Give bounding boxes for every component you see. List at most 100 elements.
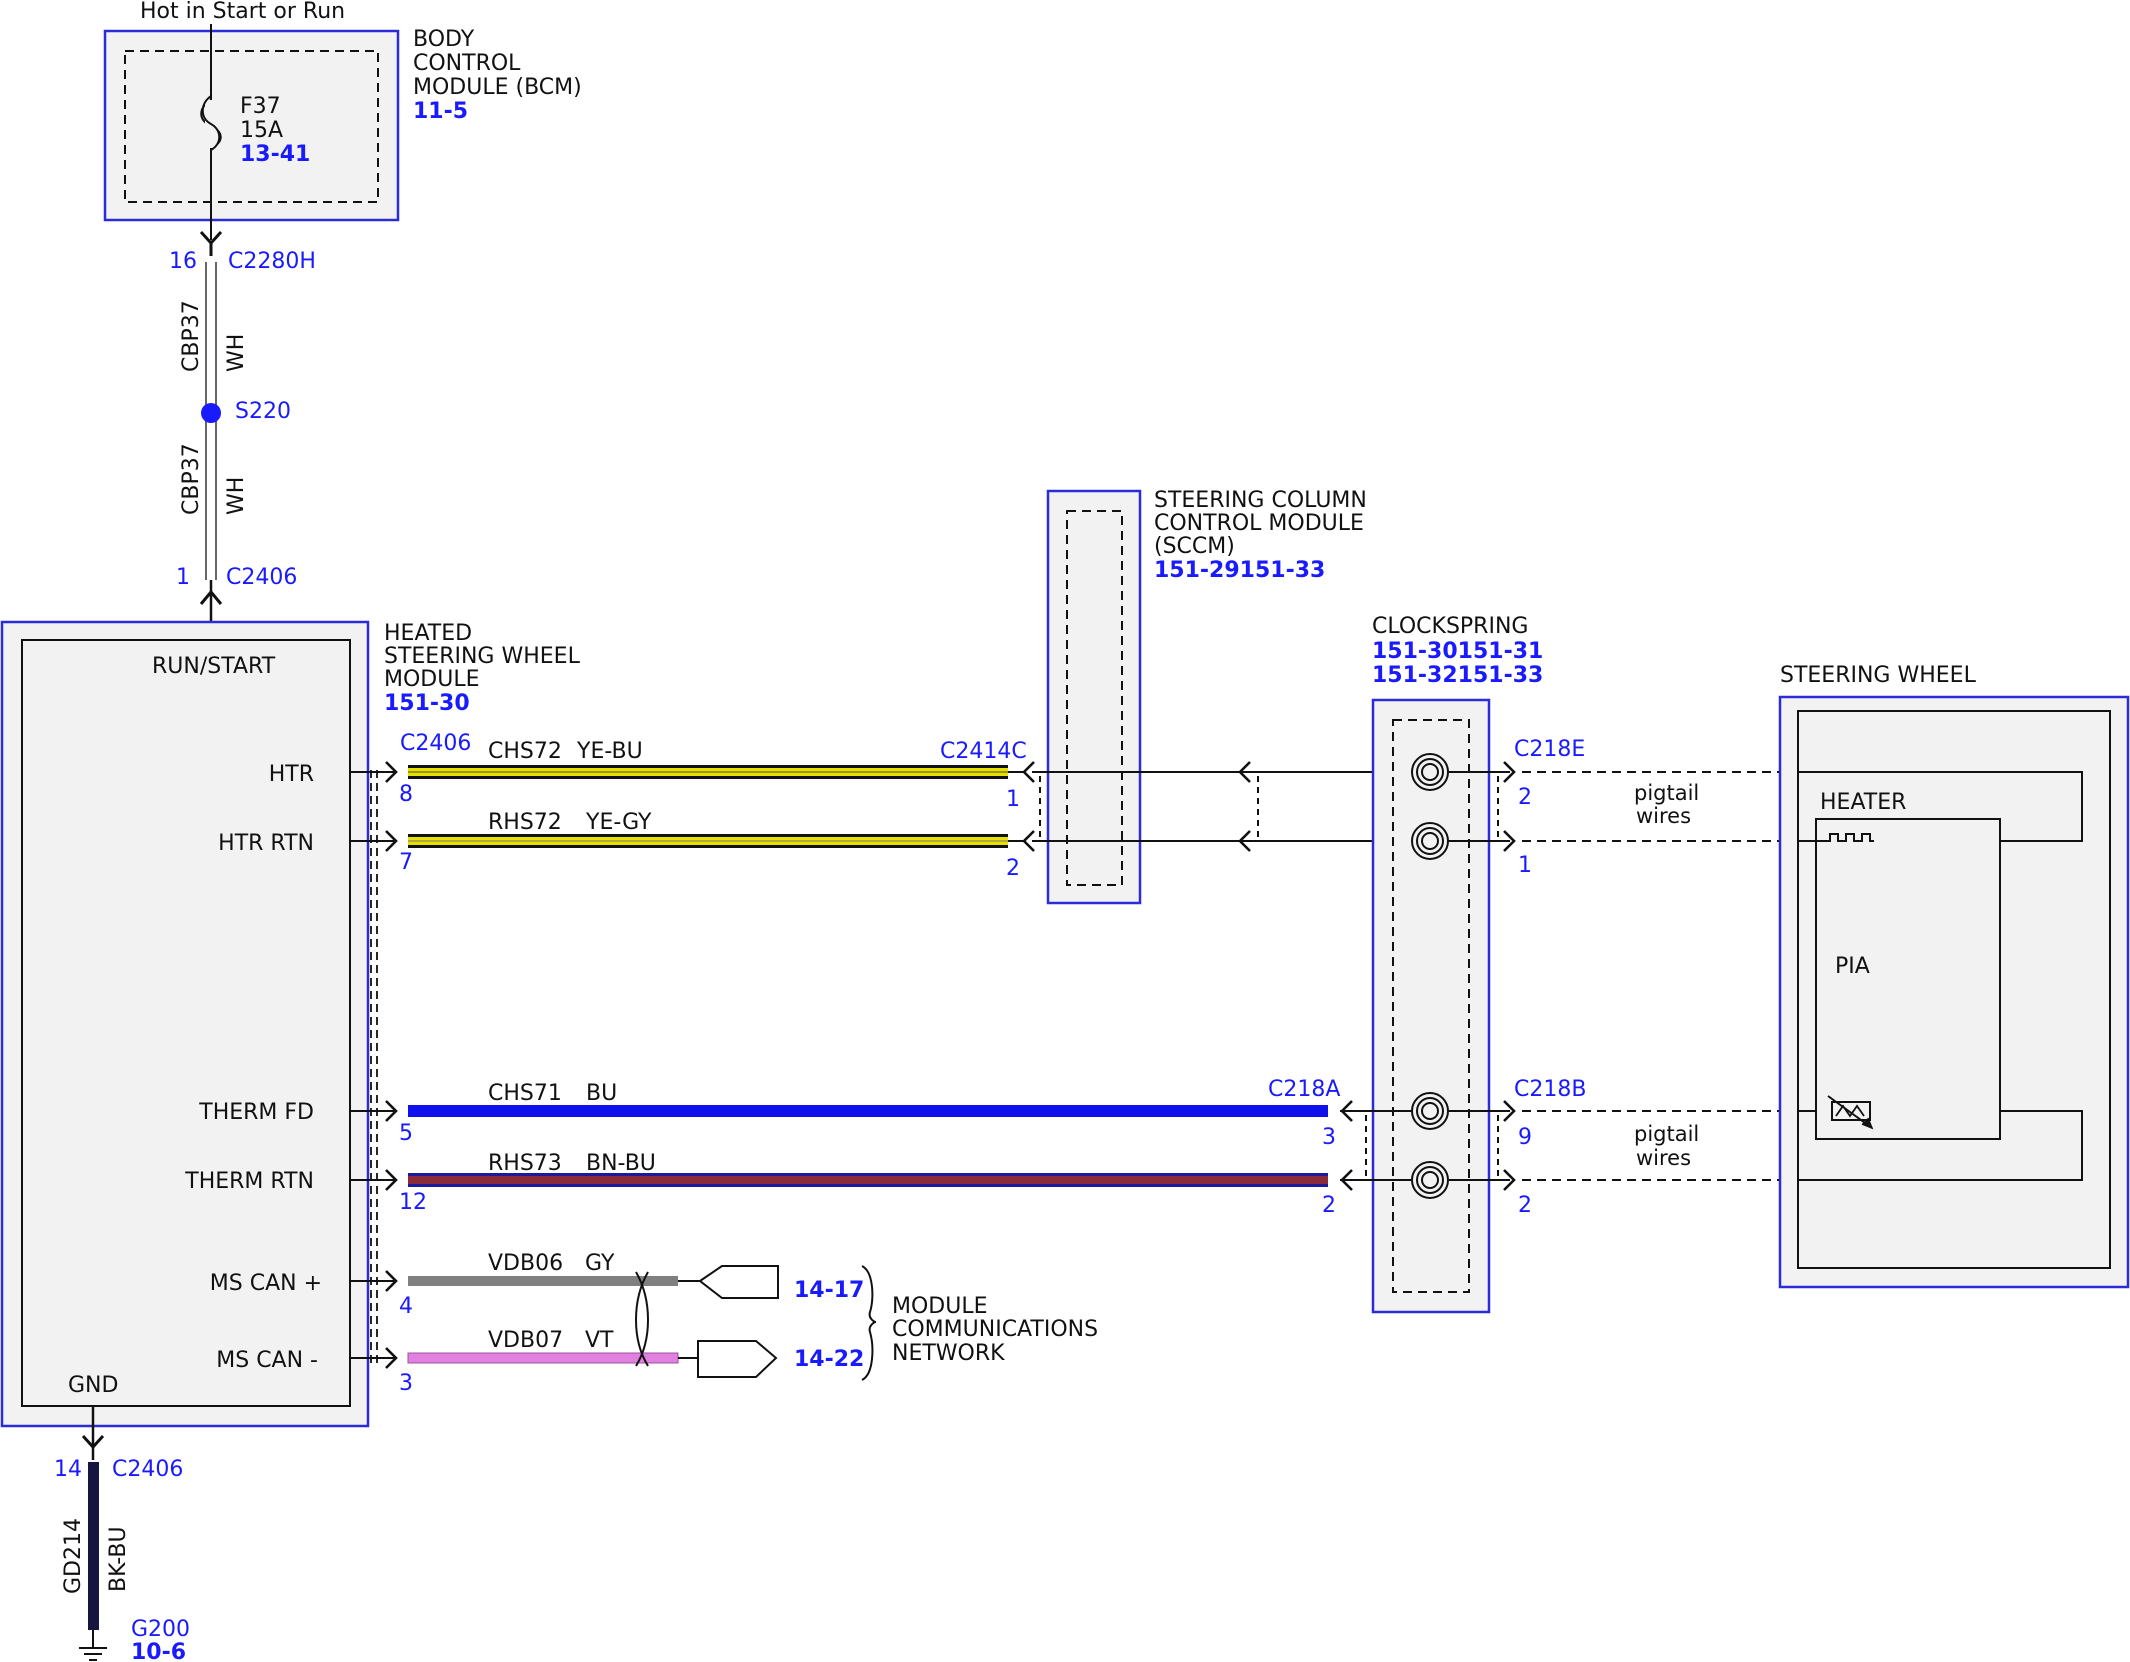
network-connector-plus-icon (678, 1265, 779, 1299)
pigtail-label-top-1: pigtail (1634, 781, 1699, 805)
wire-vdb07-color: VT (585, 1328, 614, 1353)
hswm-title-2: STEERING WHEEL (384, 644, 581, 669)
clockspring-conn-therm-in: C218A (1268, 1077, 1340, 1102)
hswm-title-3: MODULE (384, 667, 480, 692)
wire-chs72 (408, 765, 1008, 779)
heater-pass-through-wires (1032, 771, 1400, 842)
wire-cbp37-color-bottom: WH (224, 477, 249, 515)
pin-label-ms-can-minus: MS CAN - (216, 1348, 318, 1373)
steering-wheel-title: STEERING WHEEL (1780, 663, 1977, 688)
wire-cbp37-color-top: WH (224, 334, 249, 372)
sccm-connector-icons (1008, 760, 1041, 853)
clockspring-conn-heater-out: C218E (1514, 737, 1585, 762)
wire-chs72-color: YE-BU (576, 739, 643, 764)
wire-rhs73 (408, 1173, 1328, 1187)
hswm-pin-arrows (384, 760, 398, 1370)
c2406-shield-bracket (370, 770, 378, 1365)
pigtail-label-top-2: wires (1636, 804, 1691, 828)
wire-rhs73-circuit: RHS73 (488, 1151, 562, 1176)
clockspring-pin-out-2b: 2 (1518, 1193, 1532, 1218)
bcm-module (103, 29, 400, 222)
clockspring-conn-therm-out: C218B (1514, 1077, 1586, 1102)
power-label: Hot in Start or Run (140, 0, 345, 24)
clockspring-ref-2[interactable]: 151-32151-33 (1372, 663, 1543, 688)
hswm-connector: C2406 (400, 731, 471, 756)
pin-label-therm-rtn: THERM RTN (184, 1169, 314, 1194)
pin-num-ms-can-minus: 3 (399, 1371, 413, 1396)
pin-label-ms-can-plus: MS CAN + (210, 1271, 322, 1296)
wire-rhs72-circuit: RHS72 (488, 810, 562, 835)
clockspring-internal-lines (1340, 771, 1510, 1181)
wire-vdb06-circuit: VDB06 (488, 1251, 563, 1276)
ground-ref[interactable]: 10-6 (131, 1640, 186, 1662)
clockspring-title: CLOCKSPRING (1372, 614, 1528, 639)
pigtail-wires (1522, 771, 1800, 1181)
hswm-module (0, 620, 370, 1428)
twisted-pair-icon (635, 1271, 649, 1367)
pin-label-htr: HTR (269, 762, 314, 787)
inline-connector-icons (1238, 760, 1252, 853)
network-title-1: MODULE (892, 1294, 988, 1319)
wire-chs71-circuit: CHS71 (488, 1081, 562, 1106)
splice-s220-icon (201, 403, 221, 423)
wire-vdb07-circuit: VDB07 (488, 1328, 563, 1353)
pia-label: PIA (1835, 954, 1870, 979)
pin-num-htr-rtn: 7 (399, 850, 413, 875)
pin-num-ms-can-plus: 4 (399, 1294, 413, 1319)
wire-chs71 (408, 1105, 1328, 1117)
fuse-label: F37 (240, 94, 281, 119)
thermistor-icon (1827, 1095, 1874, 1130)
clockspring-pin-out-2: 2 (1518, 785, 1532, 810)
sccm-title-3: (SCCM) (1154, 534, 1235, 559)
sccm-title-2: CONTROL MODULE (1154, 511, 1364, 536)
splice-label: S220 (235, 399, 291, 424)
bcm-ref[interactable]: 11-5 (413, 99, 468, 124)
wire-rhs72-color: YE-GY (585, 810, 652, 835)
wire-cbp37-circuit-bottom: CBP37 (179, 443, 204, 515)
sccm-connector: C2414C (940, 739, 1027, 764)
clockspring-pin-in-3: 3 (1322, 1125, 1336, 1150)
pia-box (1815, 818, 2001, 1140)
network-title-2: COMMUNICATIONS (892, 1317, 1098, 1342)
network-ref-plus[interactable]: 14-17 (794, 1278, 864, 1303)
clockspring-pin-in-2: 2 (1322, 1193, 1336, 1218)
clockspring-pin-out-9: 9 (1518, 1125, 1532, 1150)
heater-label: HEATER (1820, 790, 1906, 815)
wire-rhs73-color: BN-BU (586, 1151, 656, 1176)
clockspring-ref-1[interactable]: 151-30151-31 (1372, 639, 1543, 664)
hswm-pin-stubs (350, 771, 394, 1359)
ground-connector-icon (81, 1406, 105, 1460)
network-ref-minus[interactable]: 14-22 (794, 1347, 864, 1372)
fuse-rating: 15A (240, 118, 283, 143)
wire-gd214 (88, 1462, 99, 1630)
sccm-pin-b: 2 (1006, 856, 1020, 881)
fuse-ref[interactable]: 13-41 (240, 142, 310, 167)
module-feed-connector: C2406 (226, 565, 297, 590)
ground-connector: C2406 (112, 1457, 183, 1482)
pin-num-htr: 8 (399, 782, 413, 807)
module-feed-pin: 1 (176, 565, 190, 590)
pin-label-therm-fd: THERM FD (198, 1100, 314, 1125)
ground-pin: 14 (54, 1457, 82, 1482)
network-connector-minus-icon (678, 1340, 778, 1378)
pin-num-therm-rtn: 12 (399, 1190, 427, 1215)
clockspring-module (1371, 698, 1491, 1314)
wire-rhs72 (408, 834, 1008, 848)
ground-symbol-icon (79, 1630, 107, 1661)
sccm-ref[interactable]: 151-29151-33 (1154, 558, 1325, 583)
bcm-title-2: CONTROL (413, 51, 521, 76)
heater-loop-upper-return (2000, 772, 2083, 842)
hswm-gnd-label: GND (68, 1373, 118, 1398)
network-title-3: NETWORK (892, 1341, 1005, 1366)
pin-label-htr-rtn: HTR RTN (218, 831, 314, 856)
hswm-ref[interactable]: 151-30 (384, 691, 470, 716)
hswm-title-1: HEATED (384, 621, 472, 646)
wire-vdb06-color: GY (585, 1251, 615, 1276)
sccm-module (1046, 489, 1142, 905)
wire-cbp37-circuit-top: CBP37 (179, 300, 204, 372)
bcm-title-3: MODULE (BCM) (413, 75, 582, 100)
heater-element-icon (1816, 833, 1874, 842)
bcm-title-1: BODY (413, 27, 475, 52)
network-brace-icon (861, 1265, 877, 1381)
